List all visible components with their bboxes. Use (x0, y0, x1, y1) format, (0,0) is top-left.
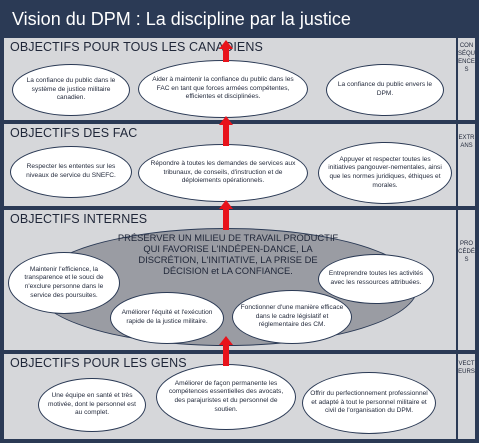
objective-text: Répondre à toutes les demandes de servic… (150, 160, 296, 185)
side-label: VECTEURS (458, 361, 475, 375)
objective-text: Une équipe en santé et très motivée, don… (48, 392, 136, 417)
title-bar: Vision du DPM : La discipline par la jus… (4, 4, 475, 34)
objective-ellipse: Appuyer et respecter toutes les initiati… (318, 142, 452, 204)
arrow-up-icon (219, 200, 233, 230)
objective-text: La confiance du public dans le système d… (26, 77, 116, 102)
objective-ellipse: Améliorer l'équité et l'exécution rapide… (110, 292, 224, 344)
side-label-box: EXTRANS (458, 124, 475, 206)
arrow-up-icon (219, 40, 233, 62)
side-label-box: CONSÉQUENCES (458, 38, 475, 120)
band-title: OBJECTIFS INTERNES (10, 212, 148, 226)
objective-text: Offrir du perfectionnement professionnel… (310, 390, 428, 415)
diagram-title: Vision du DPM : La discipline par la jus… (12, 9, 351, 29)
objective-text: Aider à maintenir la confiance du public… (152, 76, 294, 101)
objective-ellipse: Maintenir l'efficience, la transparence … (8, 252, 120, 314)
objective-text: Fonctionner d'une manière efficace dans … (240, 304, 344, 329)
objective-ellipse: La confiance du public envers le DPM. (326, 64, 444, 116)
side-label: EXTRANS (458, 135, 475, 149)
side-label: PROCÉDÉS (458, 241, 475, 263)
objective-text: Améliorer de façon permanente les compét… (168, 379, 284, 413)
objective-ellipse: Répondre à toutes les demandes de servic… (138, 144, 308, 202)
objective-text: Maintenir l'efficience, la transparence … (24, 265, 104, 299)
band-title: OBJECTIFS POUR TOUS LES CANADIENS (10, 40, 263, 54)
objective-ellipse: Offrir du perfectionnement professionnel… (302, 372, 436, 434)
side-label-box: PROCÉDÉS (458, 210, 475, 350)
side-label: CONSÉQUENCES (458, 43, 476, 73)
objective-ellipse: Aider à maintenir la confiance du public… (138, 60, 308, 118)
band-title: OBJECTIFS POUR LES GENS (10, 356, 187, 370)
objective-ellipse: Entreprendre toutes les activités avec l… (318, 254, 434, 304)
arrow-up-icon (219, 116, 233, 146)
objective-ellipse: Respecter les ententes sur les niveaux d… (10, 146, 132, 198)
objective-text: La confiance du public envers le DPM. (337, 81, 433, 97)
objective-text: Entreprendre toutes les activités avec l… (328, 270, 424, 286)
central-statement: PRÉSERVER UN MILIEU DE TRAVAIL PRODUCTIF… (117, 232, 339, 276)
objective-ellipse: Améliorer de façon permanente les compét… (156, 364, 296, 430)
objective-text: Améliorer l'équité et l'exécution rapide… (121, 309, 213, 325)
objective-ellipse: Une équipe en santé et très motivée, don… (38, 378, 146, 432)
objective-text: Respecter les ententes sur les niveaux d… (26, 163, 116, 179)
objective-ellipse: La confiance du public dans le système d… (12, 64, 130, 116)
objective-text: Appuyer et respecter toutes les initiati… (328, 155, 442, 189)
objective-ellipse: Fonctionner d'une manière efficace dans … (232, 290, 352, 344)
band-title: OBJECTIFS DES FAC (10, 126, 138, 140)
side-label-box: VECTEURS (458, 354, 475, 439)
arrow-up-icon (219, 336, 233, 366)
